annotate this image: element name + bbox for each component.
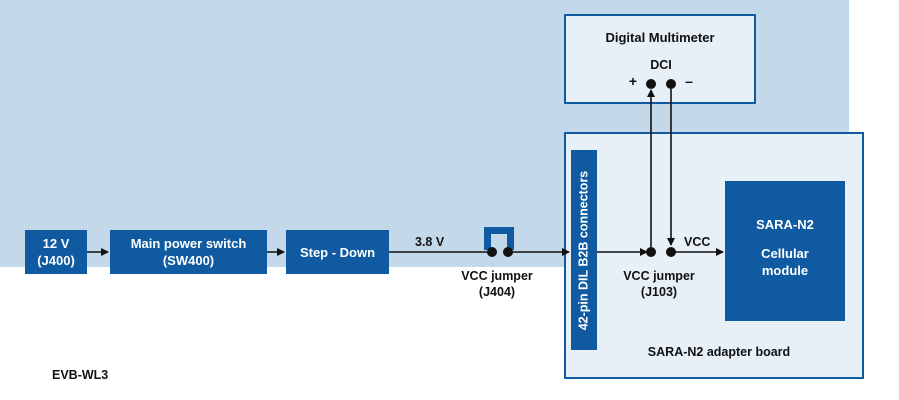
j404-label-line2: (J404) xyxy=(478,285,516,299)
step-down-line1: Step - Down xyxy=(299,244,376,260)
input-12v-line1: 12 V xyxy=(42,236,70,251)
sara-module-line2: Cellular xyxy=(761,246,809,261)
j103-label: VCC jumper (J103) xyxy=(610,268,708,300)
j103-label-line1: VCC jumper xyxy=(623,269,695,283)
j404-pin-right xyxy=(503,247,513,257)
meter-plus-terminal xyxy=(646,79,656,89)
sara-n2-module-block: SARA-N2 Cellular module xyxy=(725,181,845,321)
plus-terminal-label: + xyxy=(628,73,638,89)
j103-pin-right xyxy=(666,247,676,257)
vcc-label: VCC xyxy=(684,235,711,249)
sara-module-line3: module xyxy=(761,263,809,278)
input-12v-block: 12 V (J400) xyxy=(25,230,87,274)
evb-label: EVB-WL3 xyxy=(52,368,109,382)
j404-label-line1: VCC jumper xyxy=(461,269,533,283)
main-switch-line1: Main power switch xyxy=(130,236,247,251)
j103-pin-left xyxy=(646,247,656,257)
main-switch-line2: (SW400) xyxy=(162,253,215,268)
j404-label: VCC jumper (J404) xyxy=(448,268,546,300)
step-down-block: Step - Down xyxy=(286,230,389,274)
multimeter-title: Digital Multimeter xyxy=(605,30,715,45)
b2b-connector-block: 42-pin DIL B2B connectors xyxy=(571,150,597,350)
dci-label: DCI xyxy=(650,58,672,72)
minus-terminal-label: – xyxy=(685,73,693,89)
j404-pin-left xyxy=(487,247,497,257)
input-12v-line2: (J400) xyxy=(37,253,75,268)
digital-multimeter-panel xyxy=(564,14,756,104)
adapter-board-label: SARA-N2 adapter board xyxy=(647,345,791,359)
meter-minus-terminal xyxy=(666,79,676,89)
voltage-label: 3.8 V xyxy=(415,235,445,249)
j404-jumper-gap xyxy=(491,234,507,250)
main-power-switch-block: Main power switch (SW400) xyxy=(110,230,267,274)
j103-label-line2: (J103) xyxy=(640,285,678,299)
sara-module-line1: SARA-N2 xyxy=(756,217,814,232)
